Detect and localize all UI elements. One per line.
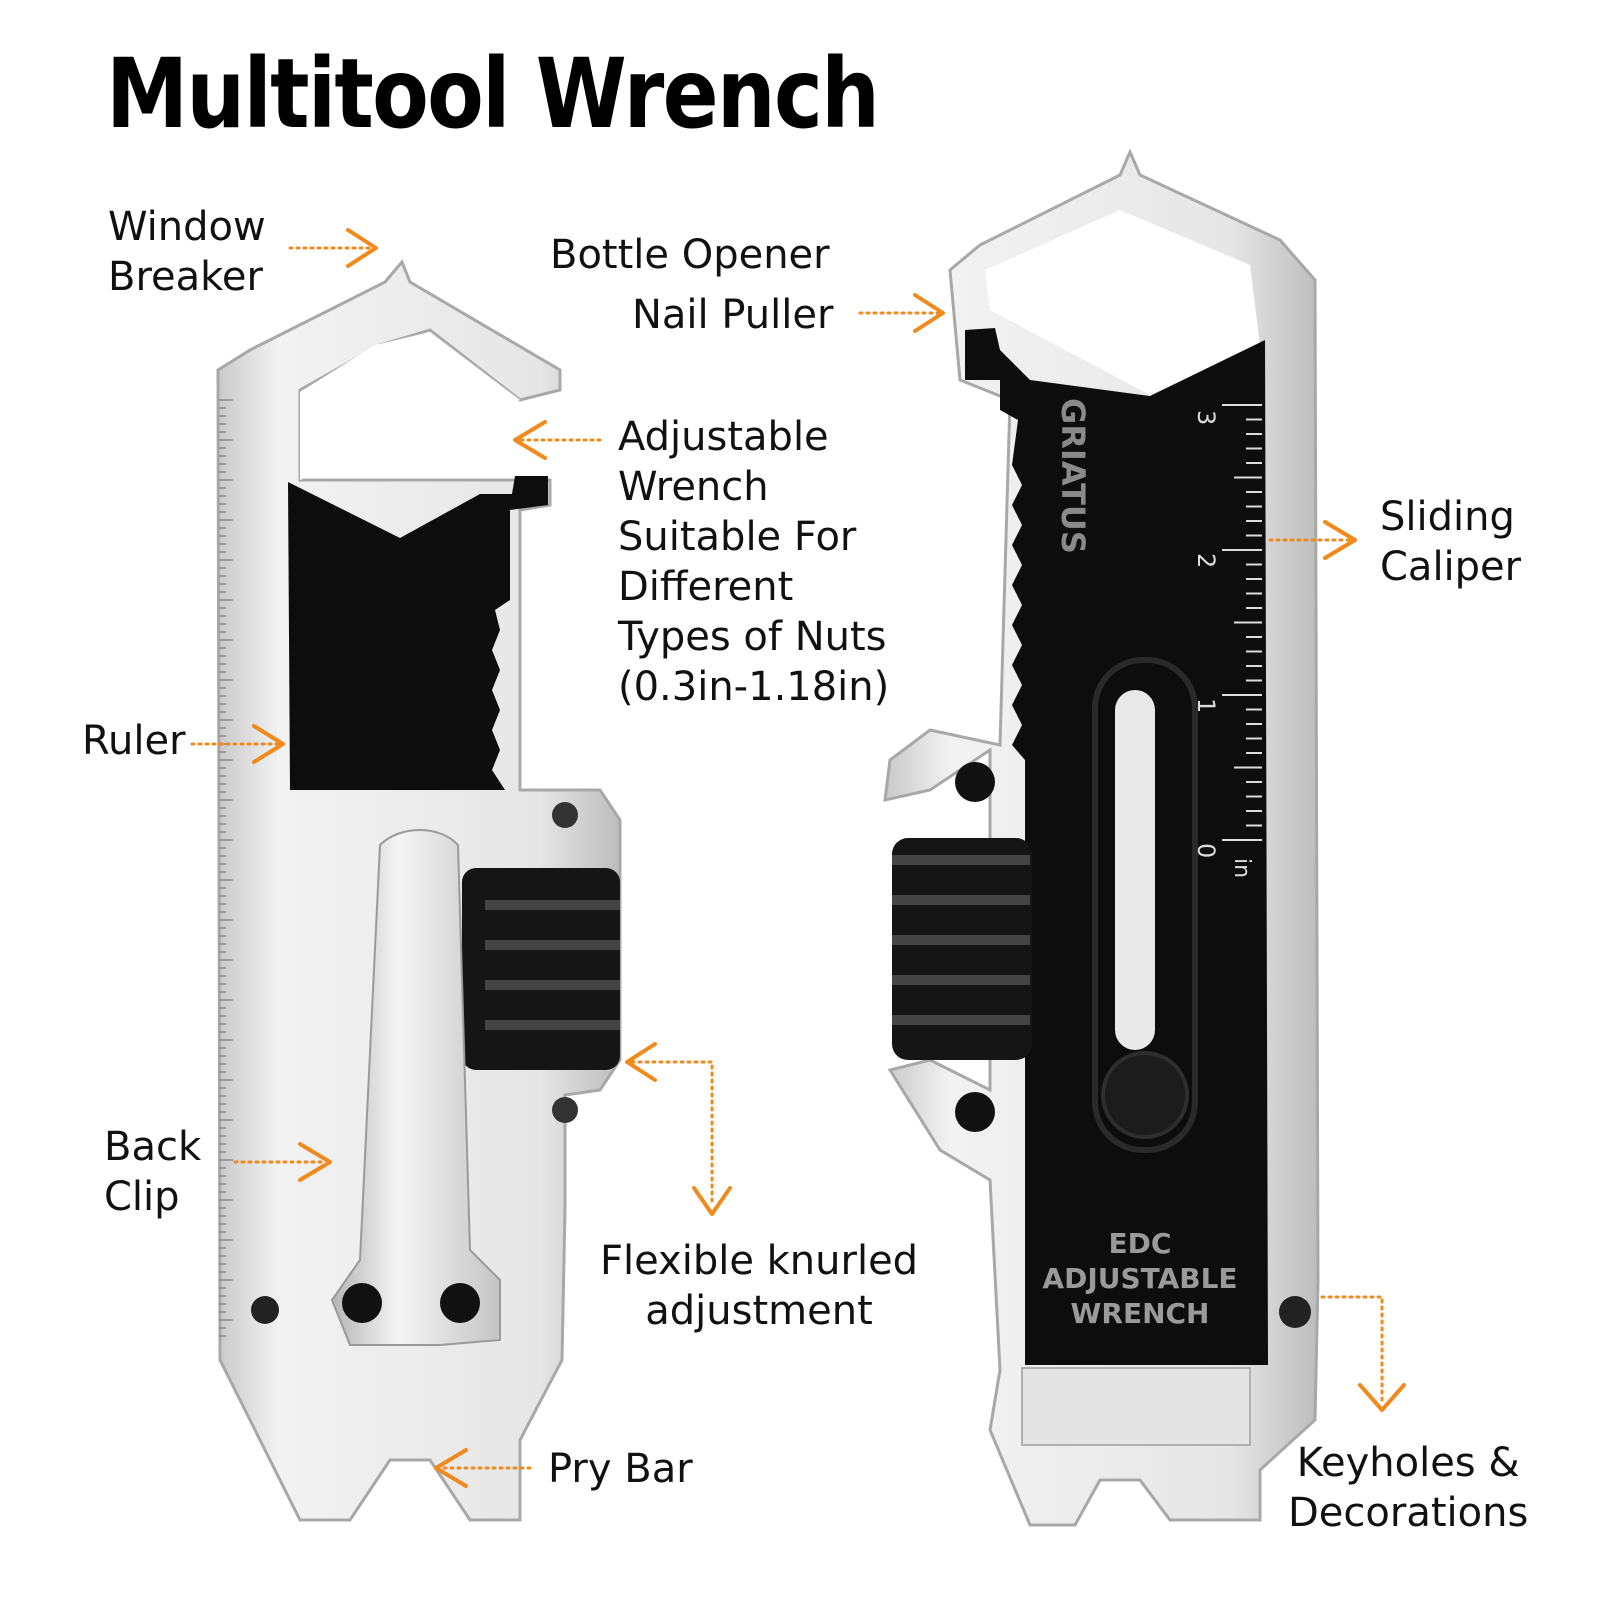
right-screw-top <box>955 762 995 802</box>
label-flexible-line-2: adjustment <box>645 1288 873 1334</box>
label-adjustable-line-3: Suitable For <box>618 514 857 560</box>
label-keyholes-line-1: Keyholes & <box>1296 1440 1520 1486</box>
right-scale-ticks <box>1222 404 1262 841</box>
left-keyhole <box>251 1296 279 1324</box>
brand-logo: GRIATUS <box>1054 398 1092 554</box>
scale-number-1: 1 <box>1192 698 1220 713</box>
right-hex-opening <box>985 210 1260 395</box>
label-flexible-knurled: Flexible knurled adjustment <box>600 1236 918 1336</box>
label-sliding-caliper: Sliding Caliper <box>1380 492 1521 592</box>
scale-number-3: 3 <box>1192 410 1220 425</box>
callout-arrows <box>190 228 1406 1488</box>
right-knurl-rings <box>892 855 1030 1025</box>
left-knurl-rings <box>485 900 620 1030</box>
clip-screw-right <box>440 1283 480 1323</box>
label-keyholes: Keyholes & Decorations <box>1288 1438 1528 1538</box>
left-knurled-wheel <box>462 868 620 1070</box>
right-pry-plate <box>1021 1367 1251 1446</box>
label-adjustable-wrench: Adjustable Wrench Suitable For Different… <box>618 412 889 712</box>
engraving-line-3: WRENCH <box>1071 1297 1210 1330</box>
engraving-line-2: ADJUSTABLE <box>1042 1262 1237 1295</box>
scale-number-2: 2 <box>1192 553 1220 568</box>
label-bottle-opener: Bottle Opener <box>550 232 830 278</box>
label-window-breaker: Window Breaker <box>108 202 266 302</box>
right-wrench: 3 2 1 0 in GRIATUS EDC ADJUSTABLE WRENCH <box>883 148 1320 1527</box>
caliper-slot-window <box>1115 690 1155 1050</box>
label-back-clip: Back Clip <box>104 1122 201 1222</box>
right-screw-bottom <box>955 1092 995 1132</box>
clip-screw-left <box>342 1283 382 1323</box>
label-ruler: Ruler <box>82 718 186 764</box>
scale-unit: in <box>1229 858 1254 878</box>
page-title: Multitool Wrench <box>106 38 880 150</box>
left-ruler-ticks <box>219 399 233 1337</box>
engraving-line-1: EDC <box>1109 1227 1172 1260</box>
label-sliding-caliper-line-2: Caliper <box>1380 544 1522 590</box>
left-black-jaw <box>288 476 548 790</box>
label-keyholes-line-2: Decorations <box>1288 1490 1529 1536</box>
label-adjustable-line-6: (0.3in-1.18in) <box>618 664 890 710</box>
label-adjustable-line-2: Wrench <box>618 464 769 510</box>
label-window-breaker-line-1: Window <box>108 204 266 250</box>
left-screw-hole-bottom <box>552 1097 578 1123</box>
left-wrench <box>216 259 622 1522</box>
label-adjustable-line-5: Types of Nuts <box>618 614 887 660</box>
label-flexible-line-1: Flexible knurled <box>600 1238 919 1284</box>
label-pry-bar: Pry Bar <box>548 1446 693 1492</box>
left-hex-opening <box>300 332 520 480</box>
caliper-slot <box>1092 657 1198 1153</box>
scale-number-0: 0 <box>1192 843 1220 858</box>
label-back-clip-line-2: Clip <box>104 1174 180 1220</box>
label-adjustable-line-1: Adjustable <box>618 414 829 460</box>
right-knurled-wheel <box>892 838 1032 1060</box>
label-sliding-caliper-line-1: Sliding <box>1380 494 1515 540</box>
caliper-lock-screw <box>1101 1051 1189 1139</box>
left-screw-hole-top <box>552 802 578 828</box>
label-window-breaker-line-2: Breaker <box>108 254 263 300</box>
right-keyhole <box>1279 1296 1311 1328</box>
label-back-clip-line-1: Back <box>104 1124 202 1170</box>
label-nail-puller: Nail Puller <box>632 292 834 338</box>
label-adjustable-line-4: Different <box>618 564 794 610</box>
back-clip <box>330 829 501 1346</box>
